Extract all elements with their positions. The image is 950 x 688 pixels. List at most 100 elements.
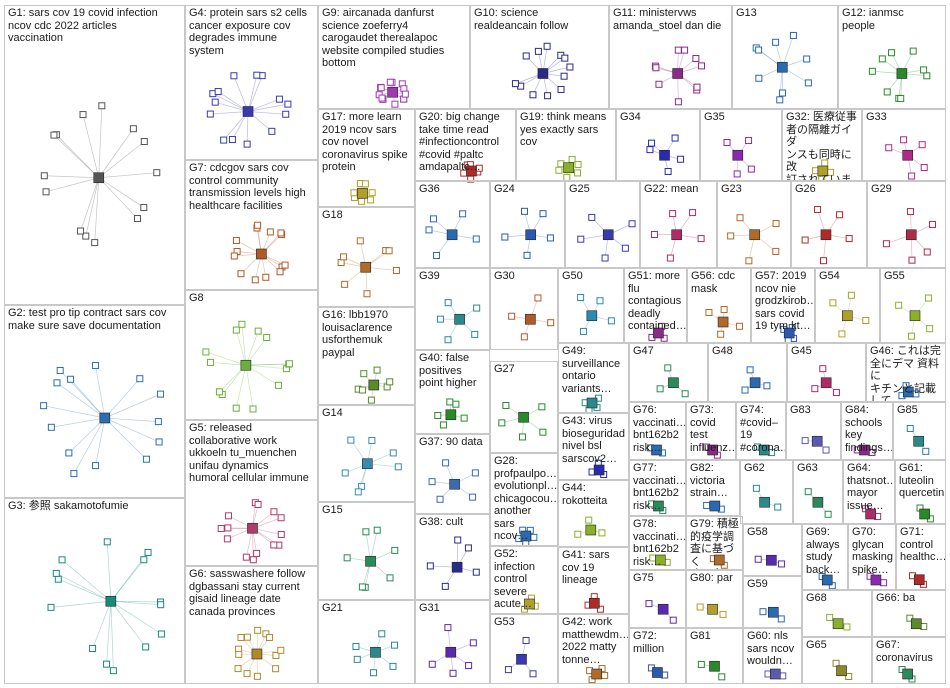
vertex-node-g30[interactable] <box>534 294 542 302</box>
vertex-node-g59[interactable] <box>759 608 767 616</box>
vertex-node-g13[interactable] <box>804 79 812 87</box>
vertex-node-g42[interactable] <box>598 665 606 673</box>
vertex-node-g36[interactable] <box>472 235 480 243</box>
vertex-node-g14[interactable] <box>394 463 402 471</box>
vertex-node-g25[interactable] <box>588 213 596 221</box>
vertex-node-g2[interactable] <box>154 418 162 426</box>
vertex-node-g15[interactable] <box>343 554 351 562</box>
hub-node-g29[interactable] <box>905 229 917 241</box>
vertex-node-g1[interactable] <box>42 188 50 196</box>
hub-node-g17[interactable] <box>357 187 368 199</box>
vertex-node-g5[interactable] <box>242 553 250 561</box>
vertex-node-g3[interactable] <box>89 644 97 652</box>
hub-node-g13[interactable] <box>777 61 788 73</box>
vertex-node-g1[interactable] <box>133 215 141 223</box>
hub-node-g74[interactable] <box>758 444 770 456</box>
vertex-node-g38[interactable] <box>464 544 472 552</box>
vertex-node-g68[interactable] <box>826 613 834 621</box>
hub-node-g75[interactable] <box>657 603 669 615</box>
vertex-node-g16[interactable] <box>373 366 381 374</box>
vertex-node-g1[interactable] <box>129 125 137 133</box>
vertex-node-g33[interactable] <box>920 164 928 172</box>
vertex-node-g27[interactable] <box>498 419 506 427</box>
hub-node-g61[interactable] <box>919 508 930 520</box>
vertex-node-g47[interactable] <box>656 385 664 393</box>
hub-node-g71[interactable] <box>913 574 925 586</box>
vertex-node-g10[interactable] <box>560 72 568 80</box>
vertex-node-g39[interactable] <box>473 304 481 312</box>
vertex-node-g12[interactable] <box>888 49 896 57</box>
vertex-node-g17[interactable] <box>367 196 375 204</box>
vertex-node-g4[interactable] <box>214 88 222 96</box>
hub-node-g52[interactable] <box>524 598 535 610</box>
vertex-node-g35[interactable] <box>747 165 755 173</box>
vertex-node-g65[interactable] <box>832 659 840 667</box>
vertex-node-g23[interactable] <box>772 220 780 228</box>
vertex-node-g22[interactable] <box>666 254 674 262</box>
vertex-node-g10[interactable] <box>534 47 542 55</box>
vertex-node-g68[interactable] <box>843 623 851 631</box>
vertex-node-g11[interactable] <box>693 83 701 91</box>
vertex-node-g8[interactable] <box>263 334 271 342</box>
vertex-node-g16[interactable] <box>386 378 394 386</box>
vertex-node-g25[interactable] <box>601 254 609 262</box>
vertex-node-g27[interactable] <box>519 433 527 441</box>
hub-node-g67[interactable] <box>902 668 913 680</box>
vertex-node-g13[interactable] <box>789 31 797 39</box>
vertex-node-g11[interactable] <box>655 80 663 88</box>
vertex-node-g26[interactable] <box>814 205 822 213</box>
vertex-node-g5[interactable] <box>253 549 261 557</box>
vertex-node-g47[interactable] <box>681 390 689 398</box>
hub-node-g33[interactable] <box>902 149 914 161</box>
hub-node-g7[interactable] <box>256 248 267 260</box>
vertex-node-g9[interactable] <box>378 94 386 102</box>
vertex-node-g41[interactable] <box>596 605 604 613</box>
vertex-node-g19[interactable] <box>568 155 576 163</box>
vertex-node-g1[interactable] <box>153 169 161 177</box>
hub-node-g38[interactable] <box>451 561 463 573</box>
vertex-node-g50[interactable] <box>596 297 604 305</box>
hub-node-g12[interactable] <box>896 68 908 79</box>
hub-node-g46[interactable] <box>903 386 914 398</box>
vertex-node-g36[interactable] <box>425 226 433 234</box>
vertex-node-g80[interactable] <box>696 603 704 611</box>
vertex-node-g22[interactable] <box>689 209 697 217</box>
hub-node-g73[interactable] <box>707 444 718 456</box>
vertex-node-g7[interactable] <box>230 252 238 260</box>
vertex-node-g7[interactable] <box>237 270 245 278</box>
vertex-node-g4[interactable] <box>243 140 251 148</box>
vertex-node-g5[interactable] <box>254 500 262 508</box>
vertex-node-g21[interactable] <box>353 655 361 663</box>
vertex-node-g24[interactable] <box>539 210 547 218</box>
vertex-node-g22[interactable] <box>650 230 658 238</box>
vertex-node-g56[interactable] <box>720 305 728 313</box>
vertex-node-g56[interactable] <box>717 330 725 338</box>
hub-node-g16[interactable] <box>368 379 380 391</box>
vertex-node-g53[interactable] <box>522 637 530 645</box>
vertex-node-g44[interactable] <box>574 530 582 538</box>
vertex-node-g8[interactable] <box>202 348 210 356</box>
vertex-node-g17[interactable] <box>350 189 358 197</box>
vertex-node-g34[interactable] <box>648 139 656 147</box>
vertex-node-g3[interactable] <box>103 538 111 546</box>
hub-node-g14[interactable] <box>362 458 373 470</box>
vertex-node-g2[interactable] <box>155 438 163 446</box>
vertex-node-g39[interactable] <box>444 299 452 307</box>
vertex-node-g11[interactable] <box>652 64 660 72</box>
vertex-node-g12[interactable] <box>909 47 917 55</box>
hub-node-g3[interactable] <box>105 595 117 607</box>
vertex-node-g31[interactable] <box>449 669 457 677</box>
vertex-node-g10[interactable] <box>511 80 519 88</box>
vertex-node-g14[interactable] <box>341 469 349 477</box>
vertex-node-g54[interactable] <box>838 330 846 338</box>
vertex-node-g39[interactable] <box>436 315 444 323</box>
vertex-node-g23[interactable] <box>736 214 744 222</box>
vertex-node-g9[interactable] <box>391 100 399 108</box>
vertex-node-g54[interactable] <box>829 299 837 307</box>
hub-node-g79[interactable] <box>713 554 725 566</box>
vertex-node-g3[interactable] <box>103 660 111 668</box>
vertex-node-g1[interactable] <box>98 102 106 110</box>
hub-node-g84[interactable] <box>859 444 870 456</box>
vertex-node-g4[interactable] <box>284 100 292 108</box>
vertex-node-g65[interactable] <box>845 673 853 681</box>
